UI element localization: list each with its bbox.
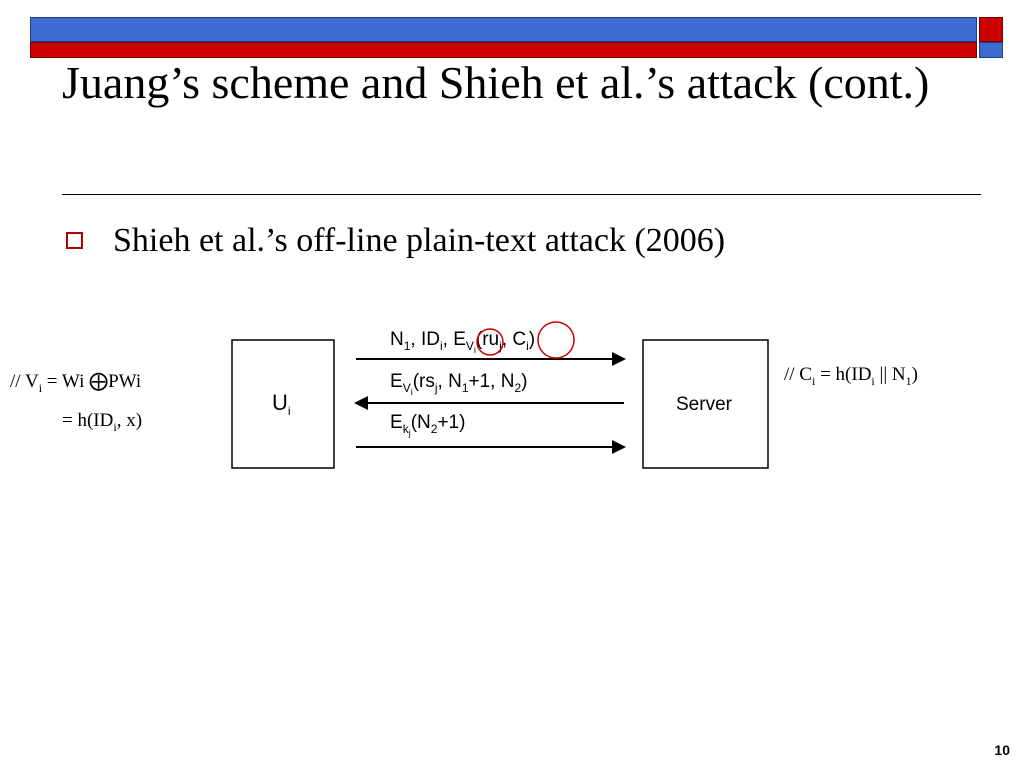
message-2-label: EVi(rsj, N1+1, N2) bbox=[390, 371, 527, 397]
highlight-circle-ci bbox=[537, 321, 575, 359]
annotation-vi-hash: = h(IDi, x) bbox=[62, 410, 143, 434]
header-square-blue bbox=[979, 42, 1003, 58]
bullet-item: Shieh et al.’s off-line plain-text attac… bbox=[66, 216, 725, 266]
server-box bbox=[642, 339, 769, 469]
annotation-ci: // Ci = h(IDi || N1) bbox=[784, 364, 918, 388]
message-3-label: Ekj(N2+1) bbox=[390, 412, 465, 438]
slide-title: Juang’s scheme and Shieh et al.’s attack… bbox=[62, 57, 930, 108]
bullet-text: Shieh et al.’s off-line plain-text attac… bbox=[113, 222, 726, 259]
title-divider bbox=[62, 194, 981, 195]
user-box bbox=[231, 339, 335, 469]
header-bar-red bbox=[30, 42, 977, 58]
header-square-red bbox=[979, 17, 1003, 42]
user-box-label: Ui bbox=[272, 390, 291, 418]
highlight-circle-vi bbox=[476, 328, 504, 356]
server-box-label: Server bbox=[676, 394, 733, 415]
message-1-label: N1, IDi, EVi(ruj, Ci) bbox=[390, 329, 535, 355]
annotation-vi: // Vi = Wi ⨁PWi bbox=[10, 371, 142, 395]
header-bar-blue bbox=[30, 17, 977, 42]
page-number: 10 bbox=[994, 742, 1010, 758]
bullet-square-icon bbox=[66, 232, 83, 249]
